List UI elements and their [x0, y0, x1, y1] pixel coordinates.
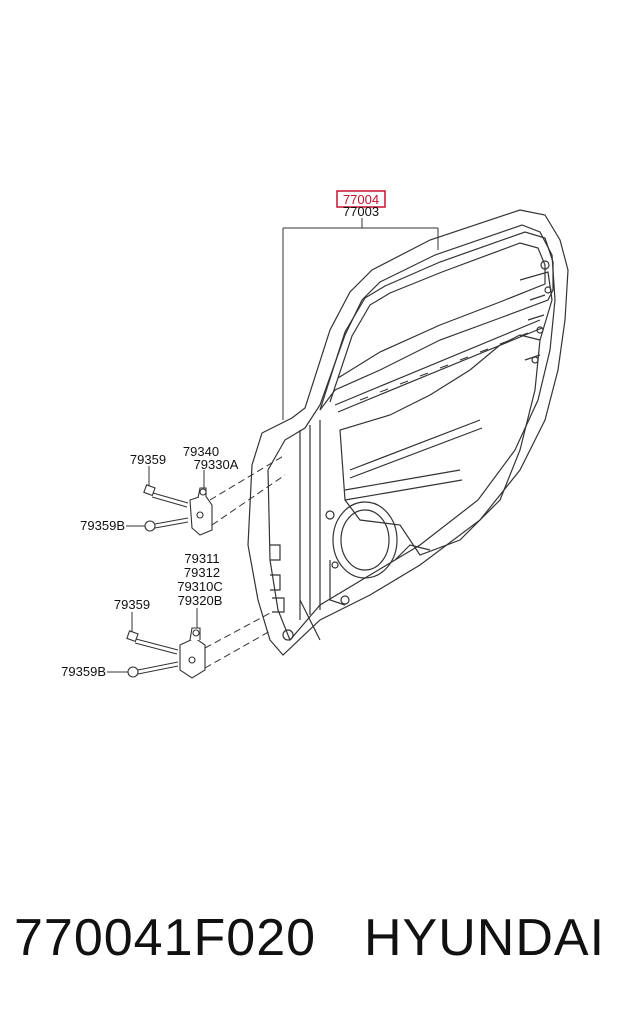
- part-number: 770041F020: [14, 909, 317, 967]
- callout-79359B-upper: 79359B: [80, 518, 125, 533]
- callout-79359-upper: 79359: [130, 452, 166, 467]
- brand-name: HYUNDAI: [364, 909, 606, 967]
- leader-lines: [107, 218, 439, 673]
- callout-79311: 79311: [184, 551, 219, 566]
- callout-79320B: 79320B: [178, 593, 223, 608]
- callout-79359-lower: 79359: [114, 597, 150, 612]
- callout-79359B-lower: 79359B: [61, 664, 106, 679]
- rear-door-panel: [247, 209, 569, 656]
- callout-79330A: 79330A: [194, 457, 239, 472]
- upper-bolt: [143, 484, 189, 508]
- highlight-box: [336, 190, 386, 208]
- footer: 770041F020 HYUNDAI: [0, 900, 620, 980]
- door-parts-diagram: 77004 77003 79340 79330A 79359 79359B 79…: [61, 190, 569, 679]
- upper-hinge: [189, 487, 213, 536]
- lower-bolt-b: [127, 661, 179, 678]
- callout-79340: 79340: [183, 444, 219, 459]
- callout-77004: 77004: [343, 192, 379, 207]
- lower-bolt: [126, 630, 179, 655]
- lower-hinge: [179, 627, 206, 679]
- callout-77003: 77003: [343, 204, 379, 219]
- callout-79310C: 79310C: [177, 579, 223, 594]
- upper-bolt-b: [144, 517, 189, 532]
- attachment-dash-lines: [204, 454, 286, 669]
- callout-79312: 79312: [184, 565, 220, 580]
